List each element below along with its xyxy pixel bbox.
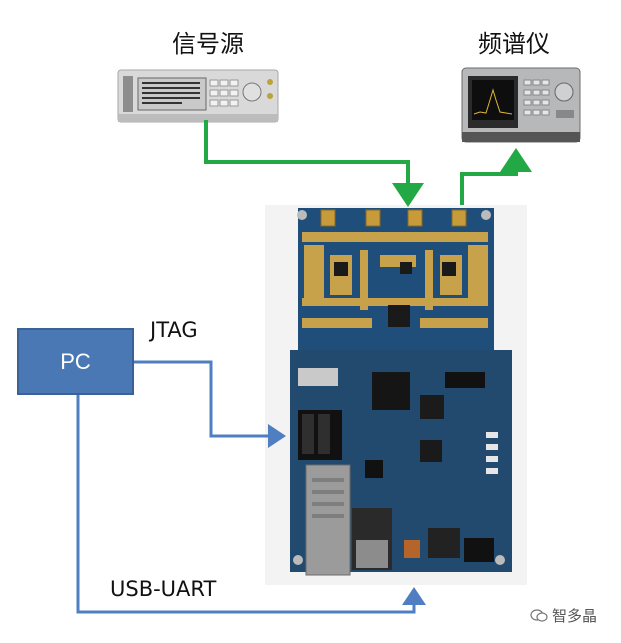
usb-uart-link — [76, 395, 426, 614]
signal-generator-image — [117, 69, 279, 123]
usb-uart-label: USB-UART — [110, 577, 217, 601]
jtag-label: JTAG — [150, 318, 198, 342]
watermark-text: 智多晶 — [552, 607, 598, 625]
spectrum-analyzer-label: 频谱仪 — [478, 30, 550, 58]
pc-node: PC — [17, 328, 134, 395]
pc-label: PC — [60, 348, 91, 374]
rf-link-board-to-analyzer — [460, 148, 532, 205]
jtag-link — [134, 360, 286, 448]
rf-link-signal-to-board — [204, 120, 424, 207]
signal-source-label: 信号源 — [172, 30, 244, 58]
fpga-board-image — [265, 205, 527, 585]
watermark: 智多晶 — [530, 605, 597, 626]
wechat-icon — [530, 608, 548, 622]
spectrum-analyzer-image — [461, 67, 581, 143]
